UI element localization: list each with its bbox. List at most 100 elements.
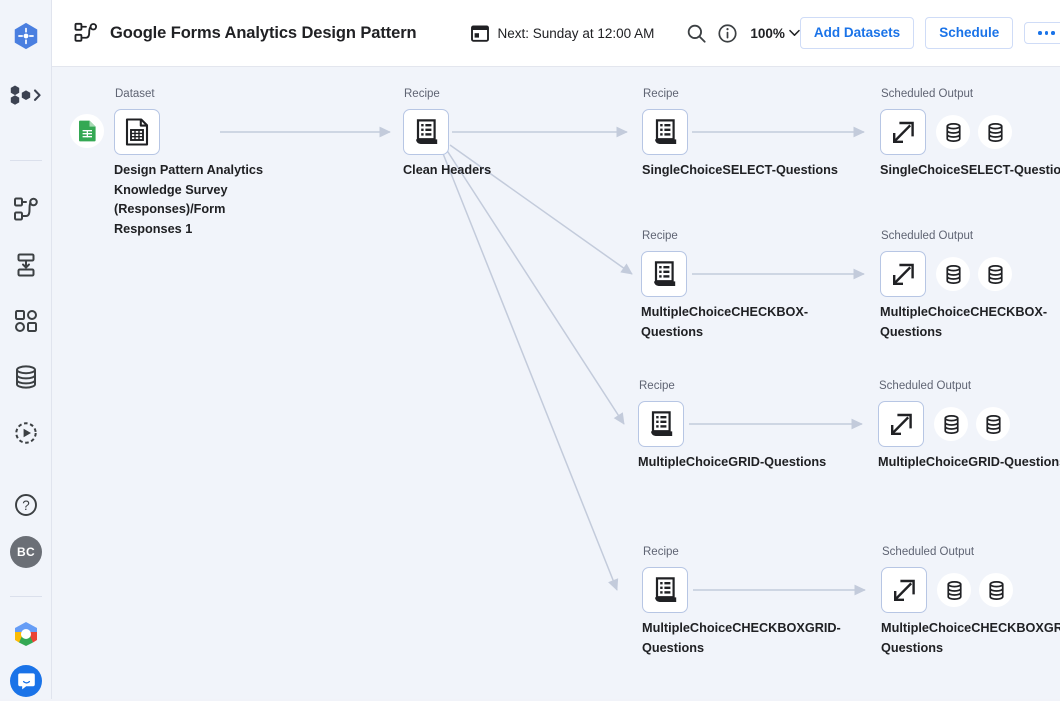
recipe-node-box[interactable] [638, 401, 684, 447]
top-header: Google Forms Analytics Design Pattern Ne… [52, 0, 1060, 67]
sidebar-item-jobs[interactable] [0, 301, 52, 341]
recipe-node-label: MultipleChoiceGRID-Questions [638, 455, 827, 469]
support-chat-button[interactable] [0, 661, 52, 701]
more-options-icon [1038, 31, 1055, 35]
database-icon [987, 122, 1003, 142]
node-kind-label: Scheduled Output [881, 230, 974, 242]
header-actions: Add Datasets Schedule [799, 17, 1060, 49]
output-node-label: SingleChoiceSELECT-Questions [880, 163, 1060, 177]
zoom-control[interactable]: 100% [750, 26, 800, 41]
node-kind-label: Scheduled Output [881, 88, 974, 100]
node-clean-headers[interactable]: Recipe Clean Headers [403, 88, 491, 177]
plan-icon [17, 253, 35, 277]
node-output-2[interactable]: Scheduled Output [880, 230, 1047, 339]
recipe-node-box[interactable] [403, 109, 449, 155]
database-icon [943, 414, 959, 434]
database-icon [945, 264, 961, 284]
recipe-node-label: Clean Headers [403, 163, 492, 177]
sidebar-item-plans[interactable] [0, 245, 52, 285]
recipe-node-box[interactable] [642, 109, 688, 155]
dataset-node-box[interactable] [114, 109, 160, 155]
destination-badge[interactable] [936, 257, 970, 291]
output-node-box[interactable] [881, 567, 927, 613]
destination-badge[interactable] [978, 257, 1012, 291]
node-kind-label: Recipe [404, 88, 440, 100]
sidebar-item-job-history[interactable] [0, 413, 52, 453]
recipe-icon [653, 260, 675, 286]
node-output-4[interactable]: Scheduled Output [881, 546, 1060, 655]
recipe-node-box[interactable] [641, 251, 687, 297]
google-cloud-link[interactable] [0, 614, 52, 654]
node-kind-label: Dataset [115, 88, 155, 100]
recipe-node-label: SingleChoiceSELECT-Questions [642, 163, 838, 177]
destination-badge[interactable] [936, 115, 970, 149]
output-arrow-icon [892, 121, 914, 143]
node-dataset[interactable]: Dataset [70, 88, 263, 236]
output-arrow-icon [893, 579, 915, 601]
flow-icon [14, 197, 38, 221]
project-switcher-icon [10, 85, 41, 105]
node-kind-label: Recipe [642, 230, 678, 242]
run-history-icon [15, 422, 37, 444]
destination-badge[interactable] [934, 407, 968, 441]
flow-canvas[interactable]: Dataset [52, 67, 1060, 699]
database-icon [945, 122, 961, 142]
flow-icon [74, 22, 98, 44]
sidebar-item-library[interactable] [0, 357, 52, 397]
next-run-indicator[interactable]: Next: Sunday at 12:00 AM [470, 24, 655, 42]
output-arrow-icon [890, 413, 912, 435]
destination-badge[interactable] [976, 407, 1010, 441]
node-kind-label: Recipe [643, 88, 679, 100]
edge-clean-to-recipe-3 [445, 148, 625, 425]
node-recipe-1[interactable]: Recipe SingleChoiceSELECT-Questions [642, 88, 838, 177]
cloud-dataprep-logo-icon [14, 22, 38, 50]
recipe-icon [654, 118, 676, 144]
schedule-button[interactable]: Schedule [925, 17, 1014, 49]
project-switcher[interactable] [0, 75, 52, 115]
node-output-3[interactable]: Scheduled Output [878, 380, 1060, 469]
sidebar-item-help[interactable]: ? [0, 485, 52, 525]
search-button[interactable] [686, 18, 707, 48]
output-node-label: MultipleChoiceGRID-Questions [878, 455, 1060, 469]
destination-badge[interactable] [979, 573, 1013, 607]
database-icon [946, 580, 962, 600]
node-kind-label: Recipe [639, 380, 675, 392]
more-options-button[interactable] [1024, 22, 1060, 44]
add-datasets-button[interactable]: Add Datasets [799, 17, 915, 49]
recipe-node-label: MultipleChoiceCHECKBOXGRID-Questions [642, 621, 841, 655]
google-cloud-logo-icon [15, 622, 37, 646]
dataset-node-label: Design Pattern Analytics Knowledge Surve… [114, 163, 264, 236]
database-icon [988, 580, 1004, 600]
edge-clean-to-recipe-2 [449, 144, 633, 275]
output-node-label: MultipleChoiceCHECKBOXGRID-Questions [881, 621, 1060, 655]
sidebar-item-flows[interactable] [0, 189, 52, 229]
node-kind-label: Scheduled Output [879, 380, 972, 392]
recipe-node-box[interactable] [642, 567, 688, 613]
node-output-1[interactable]: Scheduled Output [880, 88, 1060, 177]
node-kind-label: Recipe [643, 546, 679, 558]
recipe-icon [650, 410, 672, 436]
rail-divider [10, 160, 42, 161]
page-title: Google Forms Analytics Design Pattern [110, 23, 417, 42]
avatar[interactable]: BC [0, 532, 52, 572]
grid-icon [15, 310, 37, 332]
output-node-box[interactable] [878, 401, 924, 447]
node-recipe-2[interactable]: Recipe MultipleChoiceCHECKBOX-Questions [641, 230, 808, 339]
database-icon [16, 365, 36, 389]
zoom-level-value: 100% [750, 25, 785, 41]
edge-clean-to-recipe-4 [441, 150, 619, 591]
output-node-box[interactable] [880, 109, 926, 155]
product-logo[interactable] [0, 16, 52, 56]
node-recipe-4[interactable]: Recipe MultipleChoiceCHECKBOXGRID-Questi… [642, 546, 841, 655]
destination-badge[interactable] [978, 115, 1012, 149]
google-sheets-badge [70, 114, 104, 148]
node-recipe-3[interactable]: Recipe MultipleChoiceGRID-Questions [638, 380, 826, 469]
destination-badge[interactable] [937, 573, 971, 607]
recipe-icon [415, 118, 437, 144]
info-button[interactable] [717, 18, 738, 48]
next-run-text: Next: Sunday at 12:00 AM [497, 25, 655, 41]
output-node-box[interactable] [880, 251, 926, 297]
output-arrow-icon [892, 263, 914, 285]
left-rail: ? BC [0, 0, 52, 699]
